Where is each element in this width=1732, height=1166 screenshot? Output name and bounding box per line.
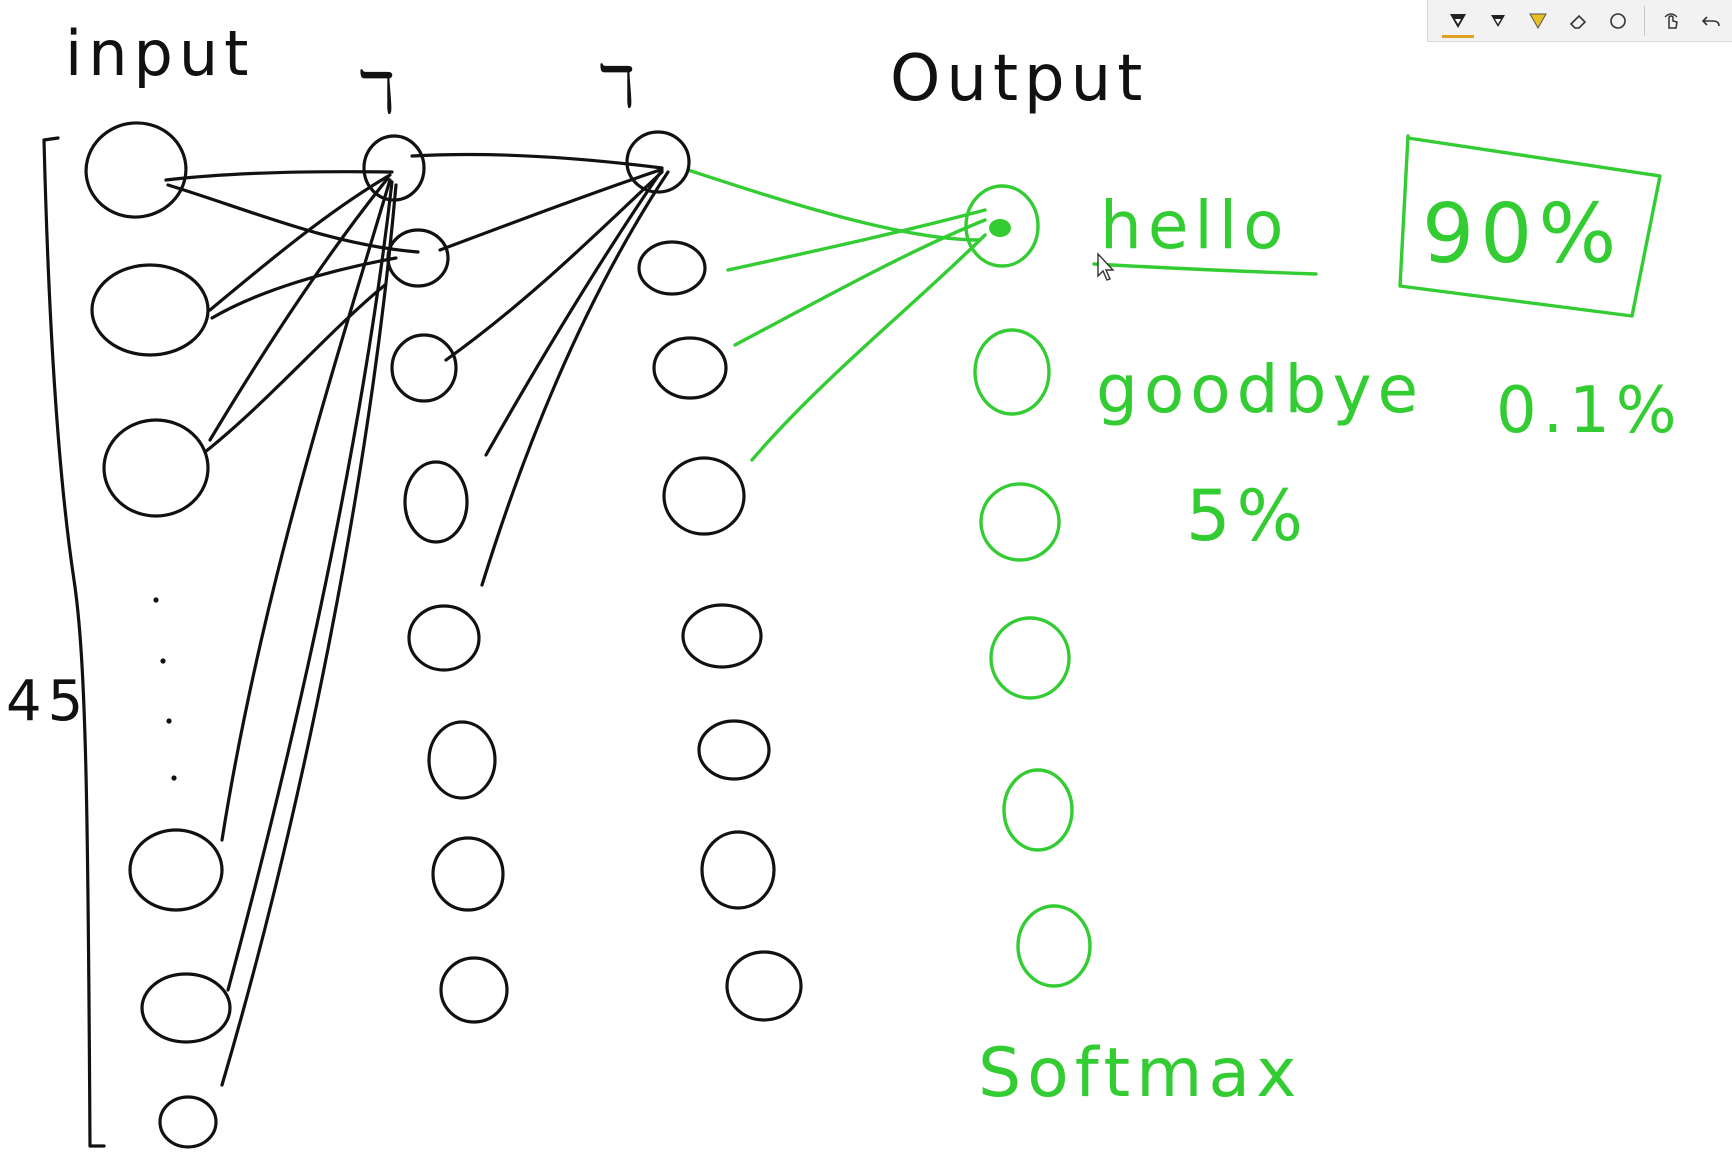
input-node xyxy=(84,121,188,219)
hidden1-node xyxy=(407,604,481,672)
output-node xyxy=(989,616,1071,700)
output-node xyxy=(964,184,1040,268)
input-count-label: 45 xyxy=(6,669,89,734)
output-node-activation xyxy=(989,219,1011,237)
output-node xyxy=(979,482,1061,562)
hidden2-node xyxy=(652,336,728,400)
hidden-connections xyxy=(164,152,670,1087)
hidden2-node xyxy=(662,456,746,536)
input-node xyxy=(158,1095,218,1149)
hidden-layer-2 xyxy=(625,130,803,1022)
hidden-layer-1 xyxy=(362,134,509,1024)
touch-writing-button[interactable] xyxy=(1651,3,1691,39)
output-node xyxy=(1016,904,1092,988)
hidden-layer-1-label: ℸ xyxy=(358,58,401,126)
ellipsis-dot xyxy=(166,718,172,724)
input-node xyxy=(102,418,210,518)
eraser-icon xyxy=(1569,14,1587,29)
mouse-pointer-icon xyxy=(1097,252,1115,281)
input-layer-label: input xyxy=(65,17,254,90)
touch-writing-icon xyxy=(1664,12,1678,29)
hidden-layer-2-label: ℸ xyxy=(598,52,641,120)
ink-toolbar xyxy=(1427,0,1732,42)
input-ellipsis xyxy=(153,597,177,781)
hello-probability-label: 90% xyxy=(1422,187,1622,282)
shape-circle-icon xyxy=(1610,12,1626,29)
hidden2-node xyxy=(725,950,803,1022)
hidden2-node xyxy=(697,719,771,781)
eraser-button[interactable] xyxy=(1558,3,1598,39)
input-layer xyxy=(84,121,232,1149)
ellipsis-dot xyxy=(171,775,177,781)
softmax-label: Softmax xyxy=(978,1034,1302,1113)
undo-button[interactable] xyxy=(1691,3,1731,39)
hidden1-node xyxy=(431,836,505,912)
hello-probability-box xyxy=(1398,134,1662,318)
ellipsis-dot xyxy=(160,658,166,664)
hidden1-node xyxy=(403,460,469,544)
hidden2-node xyxy=(700,830,776,910)
input-node xyxy=(140,972,232,1044)
input-bracket xyxy=(42,136,106,1148)
hello-underline xyxy=(1092,262,1318,276)
hidden1-node xyxy=(439,956,509,1024)
ballpoint-pen-icon xyxy=(1450,13,1466,28)
highlighter-icon xyxy=(1529,13,1547,29)
hidden1-node xyxy=(362,134,426,202)
ellipsis-dot xyxy=(153,597,159,603)
hidden1-node xyxy=(386,228,450,288)
hidden1-node xyxy=(427,720,497,800)
hello-class-label: hello xyxy=(1100,187,1290,264)
shape-button[interactable] xyxy=(1598,3,1638,39)
hidden1-node xyxy=(390,333,458,403)
toolbar-separator xyxy=(1644,5,1645,36)
highlighter-button[interactable] xyxy=(1518,3,1558,39)
pencil-icon xyxy=(1491,14,1505,27)
hidden2-node xyxy=(625,130,691,194)
other-probability-label: 5% xyxy=(1186,475,1309,557)
goodbye-probability-label: 0.1% xyxy=(1496,374,1683,448)
hidden2-node xyxy=(637,240,707,296)
input-node xyxy=(128,828,224,912)
output-layer-label: Output xyxy=(890,42,1148,116)
output-node xyxy=(1002,768,1074,852)
output-node xyxy=(973,328,1051,416)
goodbye-class-label: goodbye xyxy=(1096,351,1424,428)
ballpoint-pen-button[interactable] xyxy=(1438,3,1478,39)
hidden2-node xyxy=(681,603,763,669)
input-node xyxy=(90,263,210,357)
pencil-button[interactable] xyxy=(1478,3,1518,39)
undo-icon xyxy=(1701,15,1720,26)
output-connections xyxy=(686,168,987,462)
output-layer xyxy=(964,184,1092,988)
